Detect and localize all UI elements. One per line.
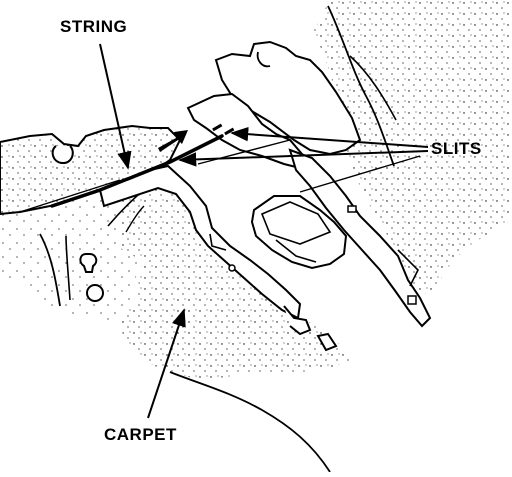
string-leader bbox=[99, 43, 132, 170]
right-channel bbox=[288, 148, 432, 328]
slits-label: SLITS bbox=[431, 139, 482, 158]
lower-floor-region bbox=[0, 188, 140, 320]
tunnel-top bbox=[260, 201, 332, 245]
channel-clip bbox=[347, 205, 357, 213]
string-label: STRING bbox=[60, 17, 128, 36]
strip-tab-2 bbox=[316, 332, 338, 352]
bracket-notch bbox=[256, 51, 271, 68]
ref-line-3 bbox=[197, 139, 291, 165]
carpet-edge bbox=[169, 371, 331, 473]
channel-clip-2 bbox=[407, 295, 417, 305]
insert-arrow bbox=[158, 130, 188, 152]
right-floor-panel bbox=[314, 0, 512, 296]
tunnel-edge bbox=[275, 239, 317, 263]
string-line bbox=[50, 134, 224, 208]
floor-crease bbox=[39, 233, 61, 307]
carpet-leader bbox=[147, 308, 186, 419]
slits-leader-2 bbox=[178, 150, 429, 167]
right-panel-crease bbox=[349, 55, 397, 121]
keyhole-hole bbox=[79, 253, 98, 273]
strip-notch bbox=[209, 233, 227, 251]
strip-hole bbox=[228, 264, 236, 272]
carpet-sheet bbox=[112, 176, 352, 380]
round-hole bbox=[86, 284, 104, 302]
slits-leader-1 bbox=[230, 126, 429, 148]
strip-tab bbox=[283, 305, 312, 336]
channel-step bbox=[397, 249, 419, 287]
carpet-fold-2 bbox=[125, 205, 145, 233]
slit-1 bbox=[212, 123, 223, 132]
panel-tab bbox=[51, 145, 74, 165]
ref-line bbox=[19, 179, 121, 213]
carpet-label: CARPET bbox=[104, 425, 177, 444]
floor-crease-2 bbox=[65, 235, 71, 301]
ref-line-2 bbox=[299, 155, 421, 193]
